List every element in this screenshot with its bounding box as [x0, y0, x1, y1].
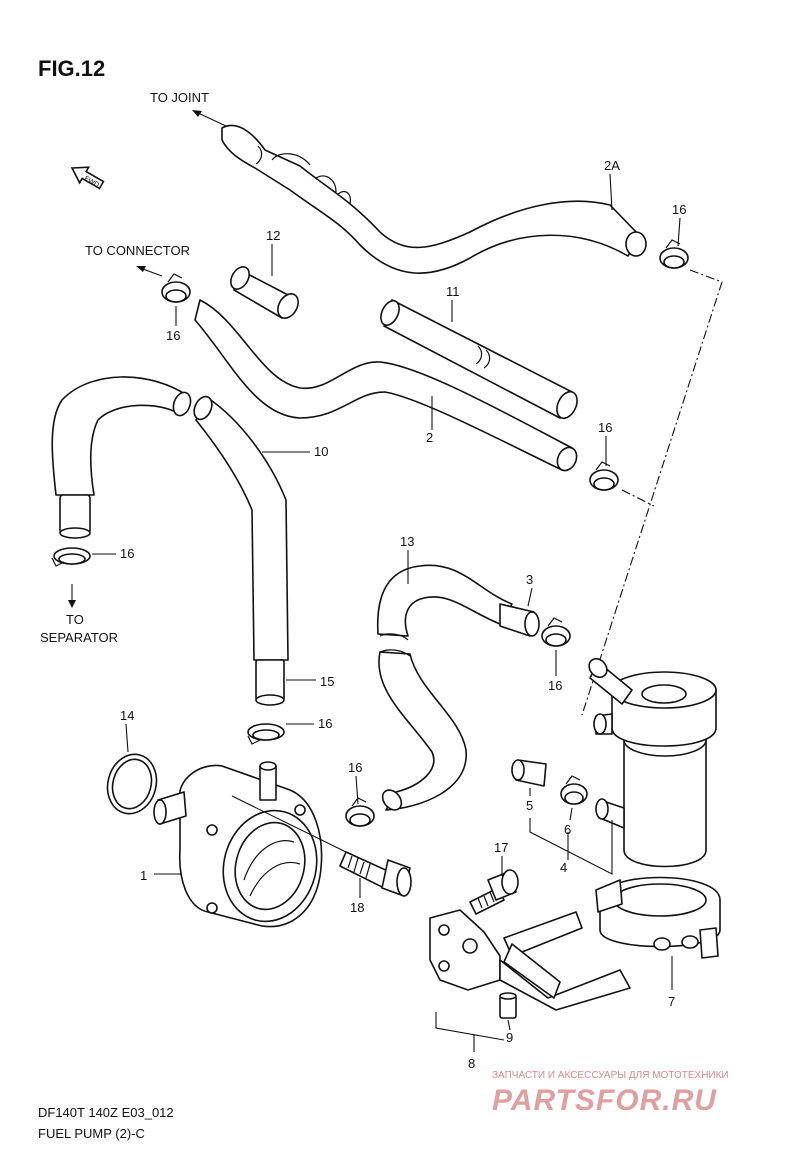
bracket-8 [429, 909, 631, 1011]
group-line-4 [529, 818, 613, 875]
hose-2a [221, 124, 647, 274]
part-number-16-f: 16 [548, 678, 562, 693]
fuel-pump-1 [153, 761, 347, 928]
tube-15 [255, 659, 285, 706]
part-number-7: 7 [668, 994, 675, 1009]
hose-bend-left [51, 376, 192, 539]
part-number-1: 1 [140, 868, 147, 883]
part-number-13: 13 [400, 534, 414, 549]
part-number-16-b: 16 [166, 328, 180, 343]
filter-clamp-7 [595, 876, 721, 959]
clamp-16-c [589, 461, 619, 491]
part-number-18: 18 [350, 900, 364, 915]
hose-10 [193, 395, 289, 661]
part-number-12: 12 [266, 228, 280, 243]
part-number-4: 4 [560, 860, 567, 875]
clamp-16-b [161, 273, 191, 303]
part-number-2a: 2A [604, 158, 620, 173]
watermark-tagline: ЗАПЧАСТИ И АКСЕССУАРЫ ДЛЯ МОТОТЕХНИКИ [492, 1070, 729, 1081]
connection-line-2 [621, 489, 655, 507]
part-number-14: 14 [120, 708, 134, 723]
part-number-16-g: 16 [348, 760, 362, 775]
part-number-6: 6 [564, 822, 571, 837]
sleeve-12 [230, 266, 299, 319]
part-number-9: 9 [506, 1030, 513, 1045]
o-ring-14 [106, 753, 158, 815]
bolt-18 [339, 851, 412, 897]
part-number-8: 8 [468, 1056, 475, 1071]
figure-title: FIG.12 [38, 56, 105, 81]
watermark-brand: PARTSFOR.RU [492, 1084, 717, 1117]
connection-line-2a [581, 269, 723, 716]
clamp-16-f [541, 617, 571, 647]
nipple-5 [511, 759, 547, 787]
separator-label: SEPARATOR [40, 630, 118, 645]
group-line-8 [435, 1012, 505, 1041]
clamp-16-d [51, 547, 91, 567]
to-connector-arrow-icon [136, 266, 163, 277]
clamp-6 [560, 775, 588, 805]
hose-2 [194, 299, 578, 472]
clamp-16-a [659, 239, 689, 269]
part-number-16-d: 16 [120, 546, 134, 561]
fuel-filter [588, 657, 717, 868]
part-number-11: 11 [446, 284, 460, 299]
part-number-3: 3 [526, 572, 533, 587]
part-number-15: 15 [320, 674, 334, 689]
spacer-9 [499, 992, 517, 1019]
clamp-16-e [247, 723, 285, 745]
to-connector-label: TO CONNECTOR [85, 243, 190, 258]
to-joint-arrow-icon [192, 110, 227, 127]
part-number-16-a: 16 [672, 202, 686, 217]
to-joint-label: TO JOINT [150, 90, 209, 105]
to-separator-arrow-icon [68, 584, 76, 608]
part-number-10: 10 [314, 444, 328, 459]
clamp-16-g [345, 797, 375, 827]
part-number-17: 17 [494, 840, 508, 855]
tube-11 [380, 299, 578, 420]
bolt-17 [469, 869, 519, 915]
forward-arrow-icon: FWD [70, 166, 105, 190]
hose-13 [376, 564, 540, 811]
model-code: DF140T 140Z E03_012 [38, 1105, 174, 1120]
to-label: TO [66, 612, 84, 627]
part-number-5: 5 [526, 798, 533, 813]
part-number-2: 2 [426, 430, 433, 445]
part-number-16-c: 16 [598, 420, 612, 435]
section-title: FUEL PUMP (2)-C [38, 1126, 145, 1141]
part-number-16-e: 16 [318, 716, 332, 731]
